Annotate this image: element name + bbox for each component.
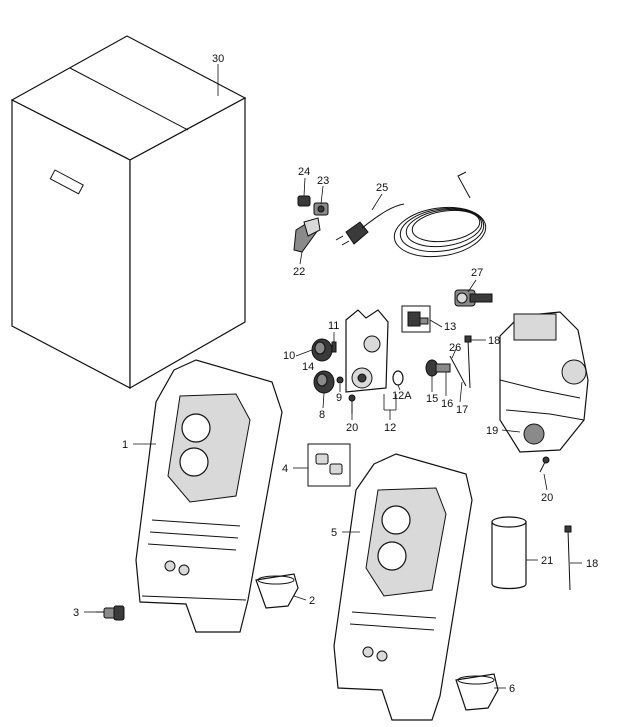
- callout-27: 27: [471, 267, 483, 279]
- callout-17: 17: [456, 404, 468, 416]
- part-1-housing-front: [135, 359, 283, 633]
- part-8-knob: [313, 370, 335, 394]
- part-19-chassis: [499, 311, 589, 453]
- callout-24: 24: [298, 166, 310, 178]
- callout-labels: 30 24 23 25 22 27 11 13 18 26 10 14 9 8 …: [73, 53, 598, 695]
- part-15-valve: [425, 359, 451, 377]
- callout-16: 16: [441, 398, 453, 410]
- callout-20-lower: 20: [541, 492, 553, 504]
- part-21-filter: [491, 516, 527, 590]
- part-12a-seal: [392, 370, 404, 386]
- part-10-knob: [311, 338, 333, 362]
- callout-12: 12: [384, 422, 396, 434]
- callout-14: 14: [302, 361, 314, 373]
- part-22-hose-adapter: [293, 217, 321, 253]
- callout-10: 10: [283, 350, 295, 362]
- callout-13: 13: [444, 321, 456, 333]
- callout-25: 25: [376, 182, 388, 194]
- callout-4: 4: [282, 463, 288, 475]
- part-12-switch-panel: [345, 309, 389, 393]
- callout-20-upper: 20: [346, 422, 358, 434]
- callout-23: 23: [317, 175, 329, 187]
- part-23-connector: [313, 202, 329, 216]
- part-30-box: [10, 35, 247, 390]
- callout-30: 30: [212, 53, 224, 65]
- part-24-clip: [297, 195, 311, 207]
- callout-1: 1: [122, 439, 128, 451]
- part-6-holder: [455, 673, 499, 711]
- part-9-screw: [336, 376, 344, 384]
- callout-18-lower: 18: [586, 558, 598, 570]
- callout-6: 6: [509, 683, 515, 695]
- callout-22: 22: [293, 266, 305, 278]
- part-5-housing-rear: [333, 453, 473, 721]
- part-2-holder: [255, 573, 299, 609]
- callout-21: 21: [541, 555, 553, 567]
- part-20-screw-upper: [348, 394, 356, 414]
- part-27-pressure-switch: [454, 289, 493, 307]
- callout-19: 19: [486, 425, 498, 437]
- callout-5: 5: [331, 527, 337, 539]
- part-13-switch: [401, 305, 431, 333]
- part-25-power-cord: [335, 171, 487, 258]
- part-26-pin: [449, 355, 467, 387]
- part-4-clips: [307, 443, 351, 487]
- part-18-cable-tie-upper: [464, 335, 472, 389]
- leader-lines: [84, 177, 582, 689]
- part-11-indicator: [331, 341, 337, 353]
- callout-9: 9: [336, 392, 342, 404]
- callout-8: 8: [319, 409, 325, 421]
- callout-11: 11: [328, 320, 339, 332]
- callout-12a: 12A: [392, 390, 412, 402]
- callout-15: 15: [426, 393, 438, 405]
- callout-18-upper: 18: [488, 335, 500, 347]
- callout-26: 26: [449, 342, 461, 354]
- part-20-screw-lower: [539, 456, 550, 473]
- part-18-cable-tie-lower: [564, 525, 572, 591]
- callout-3: 3: [73, 607, 79, 619]
- callout-2: 2: [309, 595, 315, 607]
- part-3-fitting: [96, 605, 125, 621]
